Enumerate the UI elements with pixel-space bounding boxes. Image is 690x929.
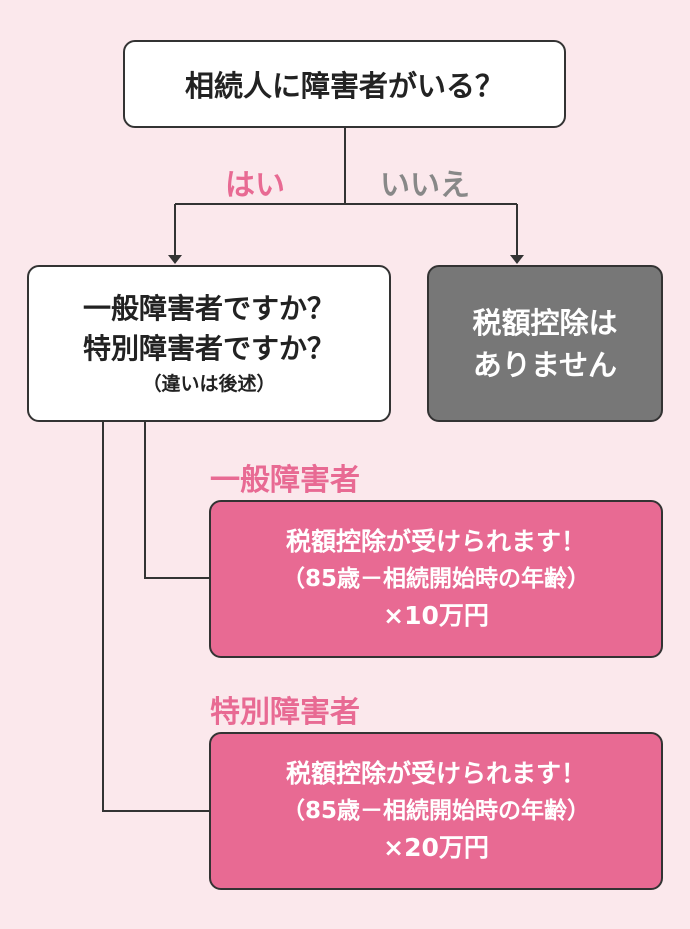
general-connector — [144, 422, 209, 579]
special-result-line1: 税額控除が受けられます！ — [285, 759, 586, 788]
difference-note: （違いは後述） — [142, 372, 276, 395]
special-connector — [102, 422, 209, 812]
no-arrowhead — [510, 255, 524, 264]
question-text: 相続人に障害者がいる？ — [184, 69, 504, 103]
branch-no-label: いいえ — [380, 168, 470, 203]
general-result-line1: 税額控除が受けられます！ — [285, 527, 586, 556]
special-result-box: 税額控除が受けられます！ （85歳－相続開始時の年齢） ×20万円 — [209, 732, 663, 890]
no-deduction-line2: ありません — [472, 347, 618, 382]
branch-yes-label: はい — [225, 168, 285, 203]
general-result-formula: （85歳－相続開始時の年齢） — [281, 566, 590, 592]
no-deduction-line1: 税額控除は — [472, 305, 618, 340]
general-result-amount: ×10万円 — [383, 601, 489, 630]
special-result-formula: （85歳－相続開始時の年齢） — [281, 798, 590, 824]
general-result-box: 税額控除が受けられます！ （85歳－相続開始時の年齢） ×10万円 — [209, 500, 663, 658]
question-box: 相続人に障害者がいる？ — [123, 40, 566, 128]
special-heading: 特別障害者 — [210, 695, 360, 730]
special-question: 特別障害者ですか？ — [82, 331, 335, 365]
general-heading: 一般障害者 — [210, 463, 360, 498]
disability-type-box: 一般障害者ですか？ 特別障害者ですか？ （違いは後述） — [27, 265, 391, 422]
no-deduction-box: 税額控除は ありません — [427, 265, 663, 422]
special-result-amount: ×20万円 — [383, 833, 489, 862]
general-question: 一般障害者ですか？ — [82, 291, 335, 325]
yes-arrowhead — [168, 255, 182, 264]
